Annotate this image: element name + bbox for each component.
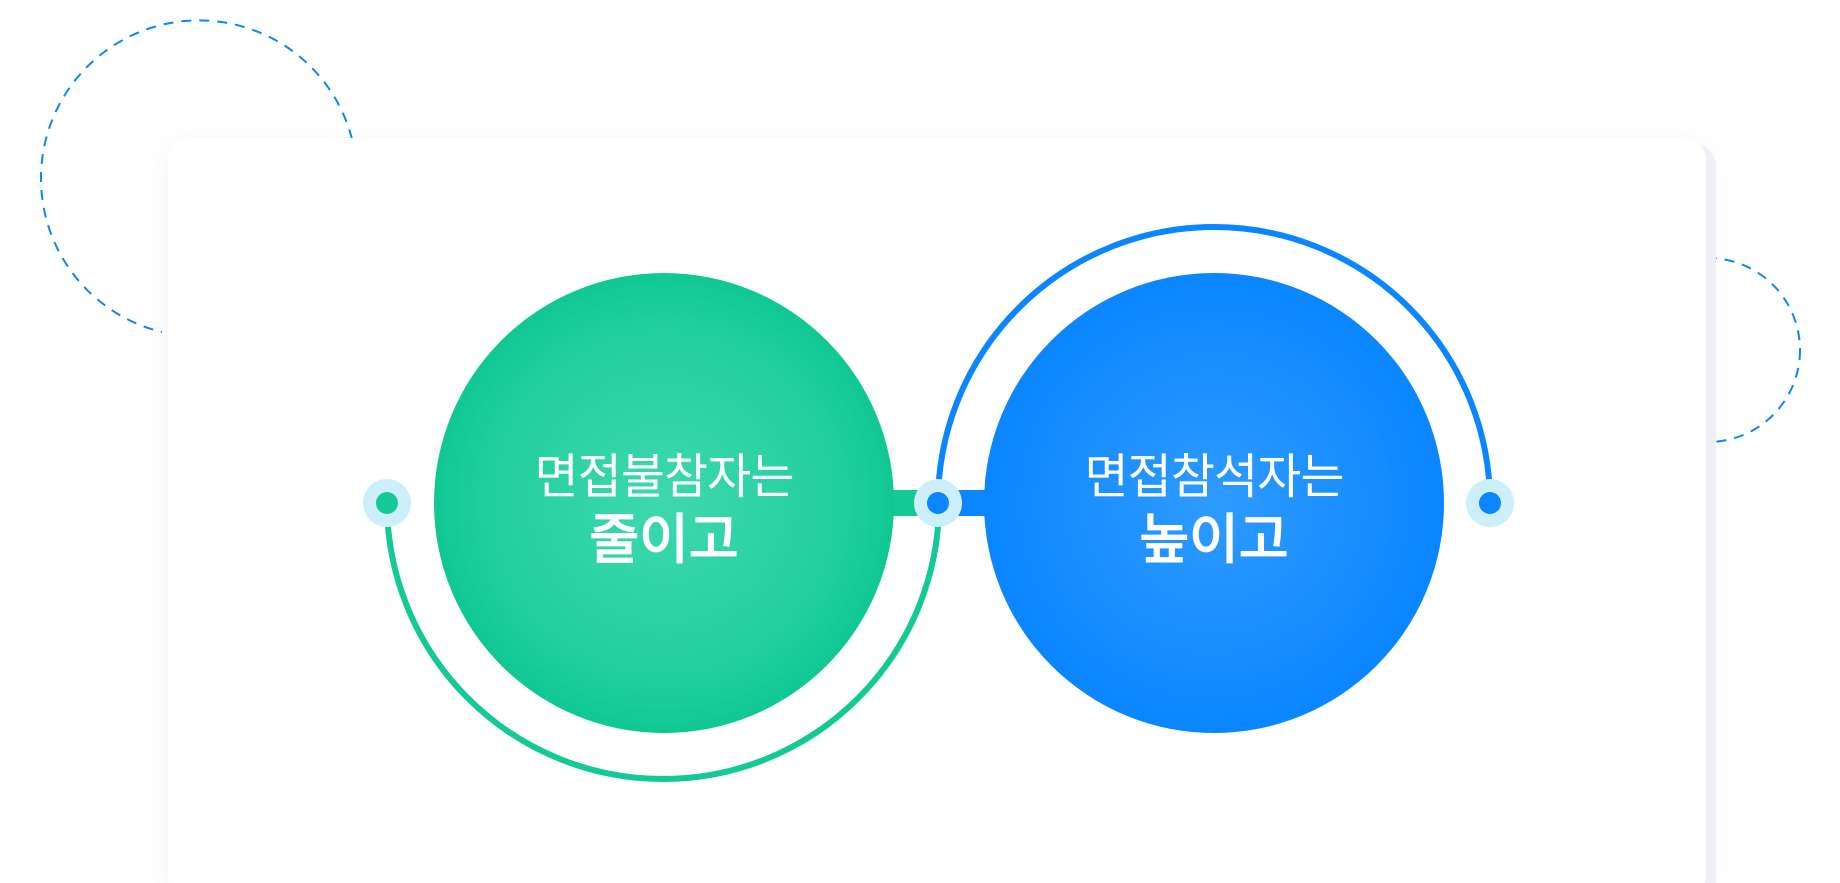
blue-circle-maintext: 높이고: [1139, 508, 1289, 571]
blue-orbit-arc: [935, 224, 1493, 504]
node-dot-center: [914, 479, 962, 527]
blue-circle-label: 면접참석자는 높이고: [1014, 447, 1414, 573]
node-dot-right: [1466, 479, 1514, 527]
node-dot-left: [363, 479, 411, 527]
green-circle-subtext: 면접불참자는: [534, 449, 795, 505]
green-circle-maintext: 줄이고: [589, 508, 739, 571]
green-orbit-arc: [384, 502, 942, 782]
green-circle: [434, 273, 894, 733]
blue-circle-subtext: 면접참석자는: [1084, 449, 1345, 505]
green-circle-label: 면접불참자는 줄이고: [464, 447, 864, 573]
dashed-arc-top-left: [40, 19, 353, 333]
blue-circle: [984, 273, 1444, 733]
